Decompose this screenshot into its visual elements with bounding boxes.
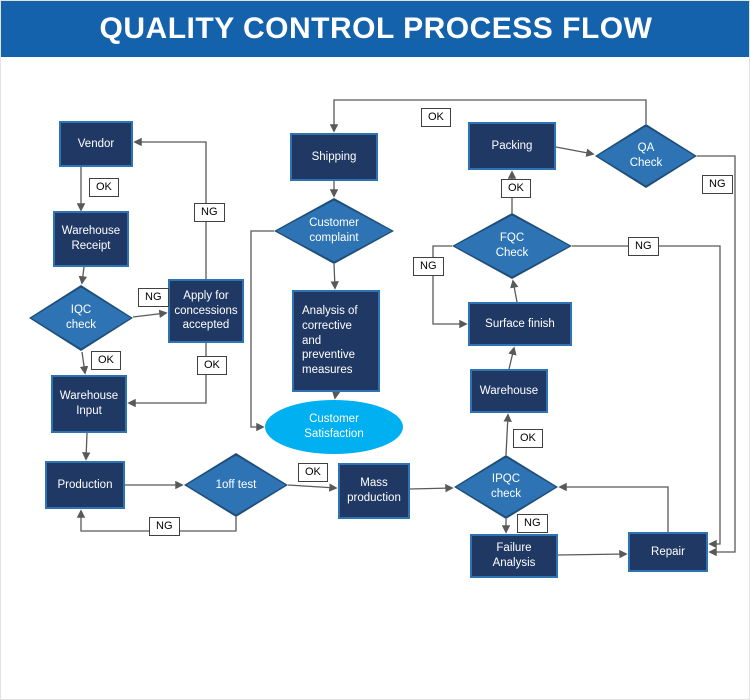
edge-repair-to-ipqc <box>558 482 669 532</box>
edge-label-ng-qa-repair: NG <box>702 175 733 195</box>
edge-iqc-to-warehouse-input <box>79 351 89 375</box>
node-analysis-corrective: Analysis of corrective and preventive me… <box>292 290 380 392</box>
node-mass-production: Mass production <box>338 463 410 519</box>
edge-fqc-to-surface-finish <box>432 245 468 329</box>
edge-label-ng-ipqc-failure: NG <box>517 514 548 534</box>
edge-apply-concessions-to-warehouse-input <box>127 343 207 408</box>
edge-label-ok-concessions-input: OK <box>197 356 227 376</box>
node-shipping: Shipping <box>290 133 378 181</box>
edge-label-ng-oneoff-loop: NG <box>149 517 180 537</box>
edge-label-ng-concessions-vendor: NG <box>194 203 225 223</box>
node-failure-analysis: Failure Analysis <box>470 534 558 578</box>
edge-warehouse-to-surface-finish <box>508 346 517 370</box>
node-repair: Repair <box>628 532 708 572</box>
node-apply-concessions: Apply for concessions accepted <box>168 279 244 343</box>
edge-label-ok-fqc-packing: OK <box>501 179 531 199</box>
edge-label-ok-ipqc-warehouse: OK <box>513 429 543 449</box>
node-customer-satisfaction: Customer Satisfaction <box>265 400 403 454</box>
edge-surface-finish-to-fqc <box>510 279 519 303</box>
edge-label-ng-iqc-concessions: NG <box>138 288 169 308</box>
node-production: Production <box>45 461 125 509</box>
edge-label-ok-qa-shipping: OK <box>421 108 451 128</box>
edge-warehouse-receipt-to-iqc <box>78 266 88 285</box>
edge-mass-production-to-ipqc <box>409 483 454 493</box>
edge-one-off-test-to-mass-production <box>287 483 338 492</box>
edge-packing-to-qa <box>555 146 595 157</box>
node-surface-finish: Surface finish <box>468 302 572 346</box>
edge-customer-complaint-to-satisfaction <box>250 230 274 432</box>
node-warehouse-input: Warehouse Input <box>51 375 127 433</box>
edge-label-ng-fqc-repair: NG <box>628 237 659 257</box>
node-packing: Packing <box>468 122 556 170</box>
edge-apply-concessions-to-vendor <box>133 137 207 279</box>
edge-failure-analysis-to-repair <box>557 549 628 559</box>
edge-label-ok-vendor-receipt: OK <box>89 178 119 198</box>
edge-label-ok-oneoff-mass: OK <box>298 463 328 483</box>
edge-label-ng-fqc-surface: NG <box>413 257 444 277</box>
edge-label-ok-iqc-input: OK <box>91 351 121 371</box>
node-vendor: Vendor <box>59 121 133 167</box>
node-warehouse: Warehouse <box>470 369 548 413</box>
page-title: QUALITY CONTROL PROCESS FLOW <box>1 1 749 57</box>
edge-qa-to-shipping <box>329 99 647 133</box>
edge-warehouse-input-to-production <box>82 432 91 461</box>
edge-qa-to-repair <box>697 155 736 557</box>
edge-customer-complaint-to-analysis <box>330 263 339 290</box>
edge-analysis-to-customer-satisfaction <box>331 390 341 400</box>
node-warehouse-receipt: Warehouse Receipt <box>53 211 129 267</box>
edge-iqc-to-apply-concessions <box>132 309 168 319</box>
edge-ipqc-to-warehouse <box>503 413 512 456</box>
edge-fqc-to-repair <box>572 245 721 549</box>
